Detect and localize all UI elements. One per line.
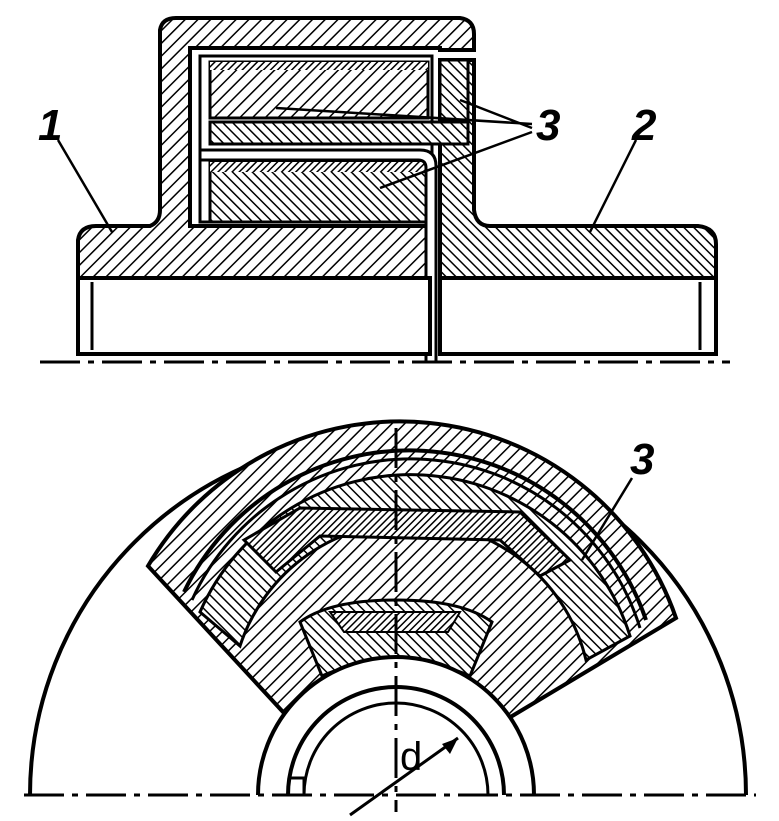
hub-1-body (76, 16, 476, 280)
label-diameter-d: d (400, 735, 422, 779)
label-part-2: 2 (631, 101, 657, 150)
label-part-3-bottom: 3 (630, 435, 654, 484)
bore-left (76, 276, 432, 356)
bore-right (438, 276, 718, 356)
transverse-section: 3 d (24, 419, 756, 817)
label-part-1: 1 (38, 101, 62, 150)
element-pack-middle (208, 120, 470, 146)
label-part-3-top: 3 (536, 101, 560, 150)
hub-2-body (438, 58, 718, 280)
longitudinal-section: 1 2 3 (38, 16, 730, 364)
